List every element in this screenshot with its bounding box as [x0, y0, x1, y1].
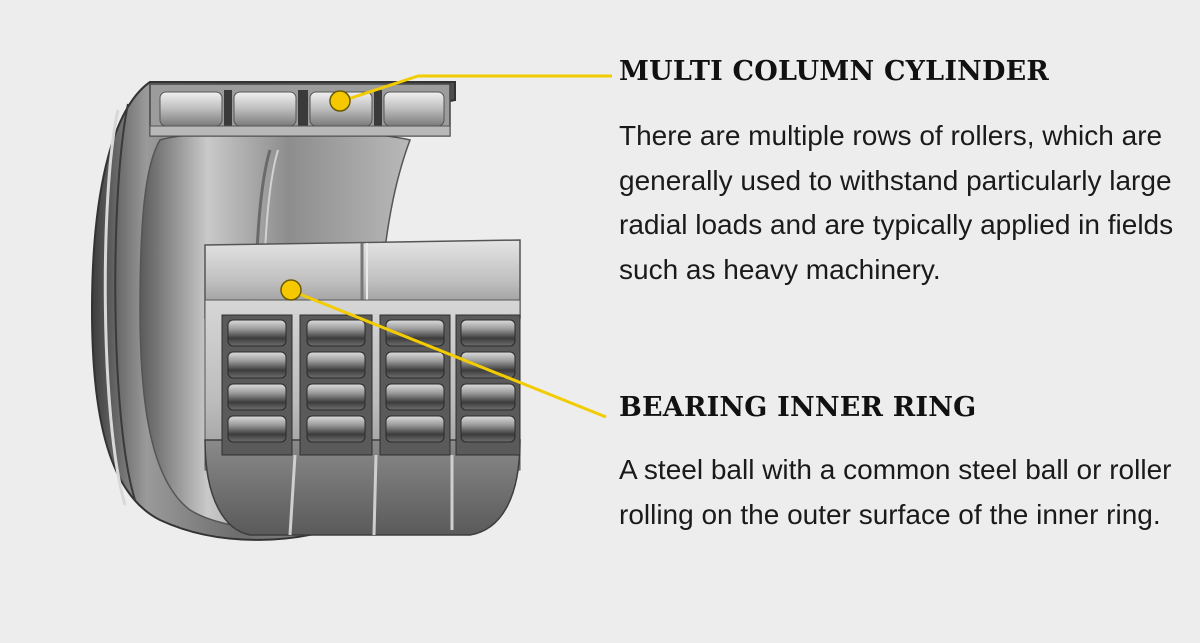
- marker-dot-inner-ring: [281, 280, 301, 300]
- bearing-inner-ring-heading: BEARING INNER RING: [619, 392, 976, 423]
- marker-dot-multi-column: [330, 91, 350, 111]
- multi-column-cylinder-heading: MULTI COLUMN CYLINDER: [619, 56, 1049, 87]
- bearing-inner-ring-description: A steel ball with a common steel ball or…: [619, 448, 1179, 537]
- multi-column-cylinder-description: There are multiple rows of rollers, whic…: [619, 114, 1179, 292]
- top-roller-row: [150, 84, 450, 136]
- inner-roller-cages: [222, 315, 520, 455]
